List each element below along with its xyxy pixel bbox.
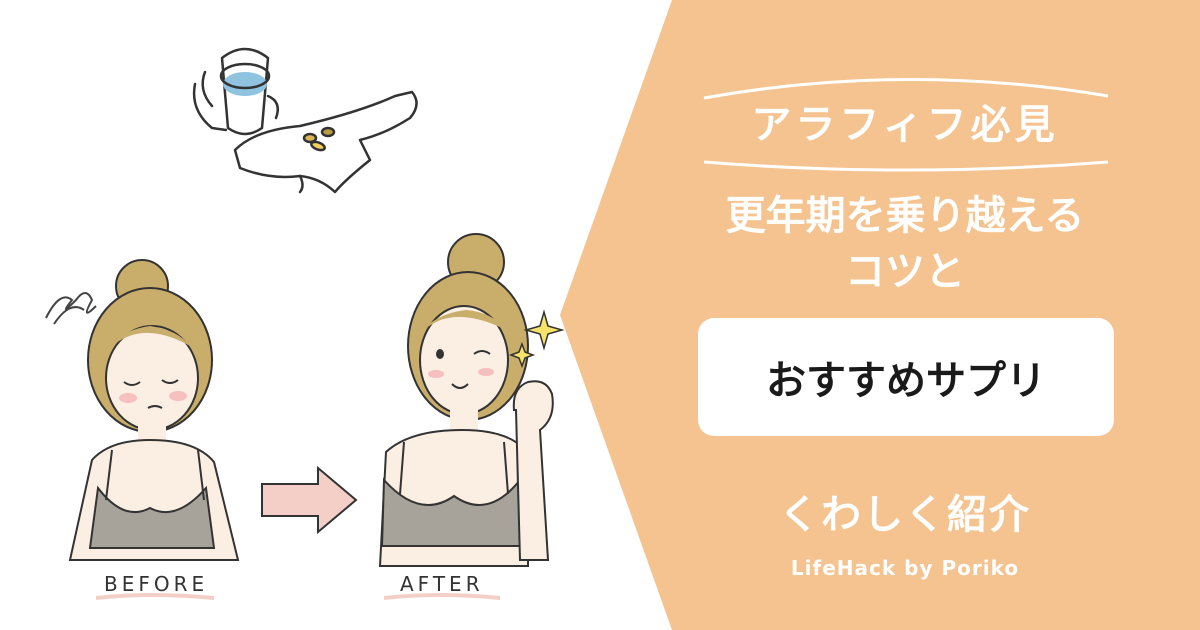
callout-text: おすすめサプリ (766, 358, 1046, 404)
subheading: アラフィフ必見 (751, 102, 1059, 148)
sparkle-icon (508, 309, 565, 369)
arc-bottom (703, 160, 1109, 172)
before-label: BEFORE (104, 572, 209, 596)
peach-panel (560, 0, 1200, 630)
arc-top (703, 77, 1109, 100)
headline: 更年期を乗り越える コツと (660, 188, 1150, 300)
supplement-hand-icon (192, 47, 418, 194)
detail-text: くわしく紹介 (779, 492, 1031, 538)
stress-scribble-icon (45, 292, 97, 325)
credit-text: LifeHack by Poriko (790, 556, 1020, 580)
callout-box: おすすめサプリ (698, 318, 1114, 436)
before-woman-figure (68, 259, 240, 561)
headline-line2: コツと (845, 249, 965, 295)
after-woman-figure (378, 233, 554, 567)
right-arrow-icon (261, 465, 358, 535)
headline-line1: 更年期を乗り越える (725, 193, 1085, 239)
after-label: AFTER (400, 572, 484, 596)
